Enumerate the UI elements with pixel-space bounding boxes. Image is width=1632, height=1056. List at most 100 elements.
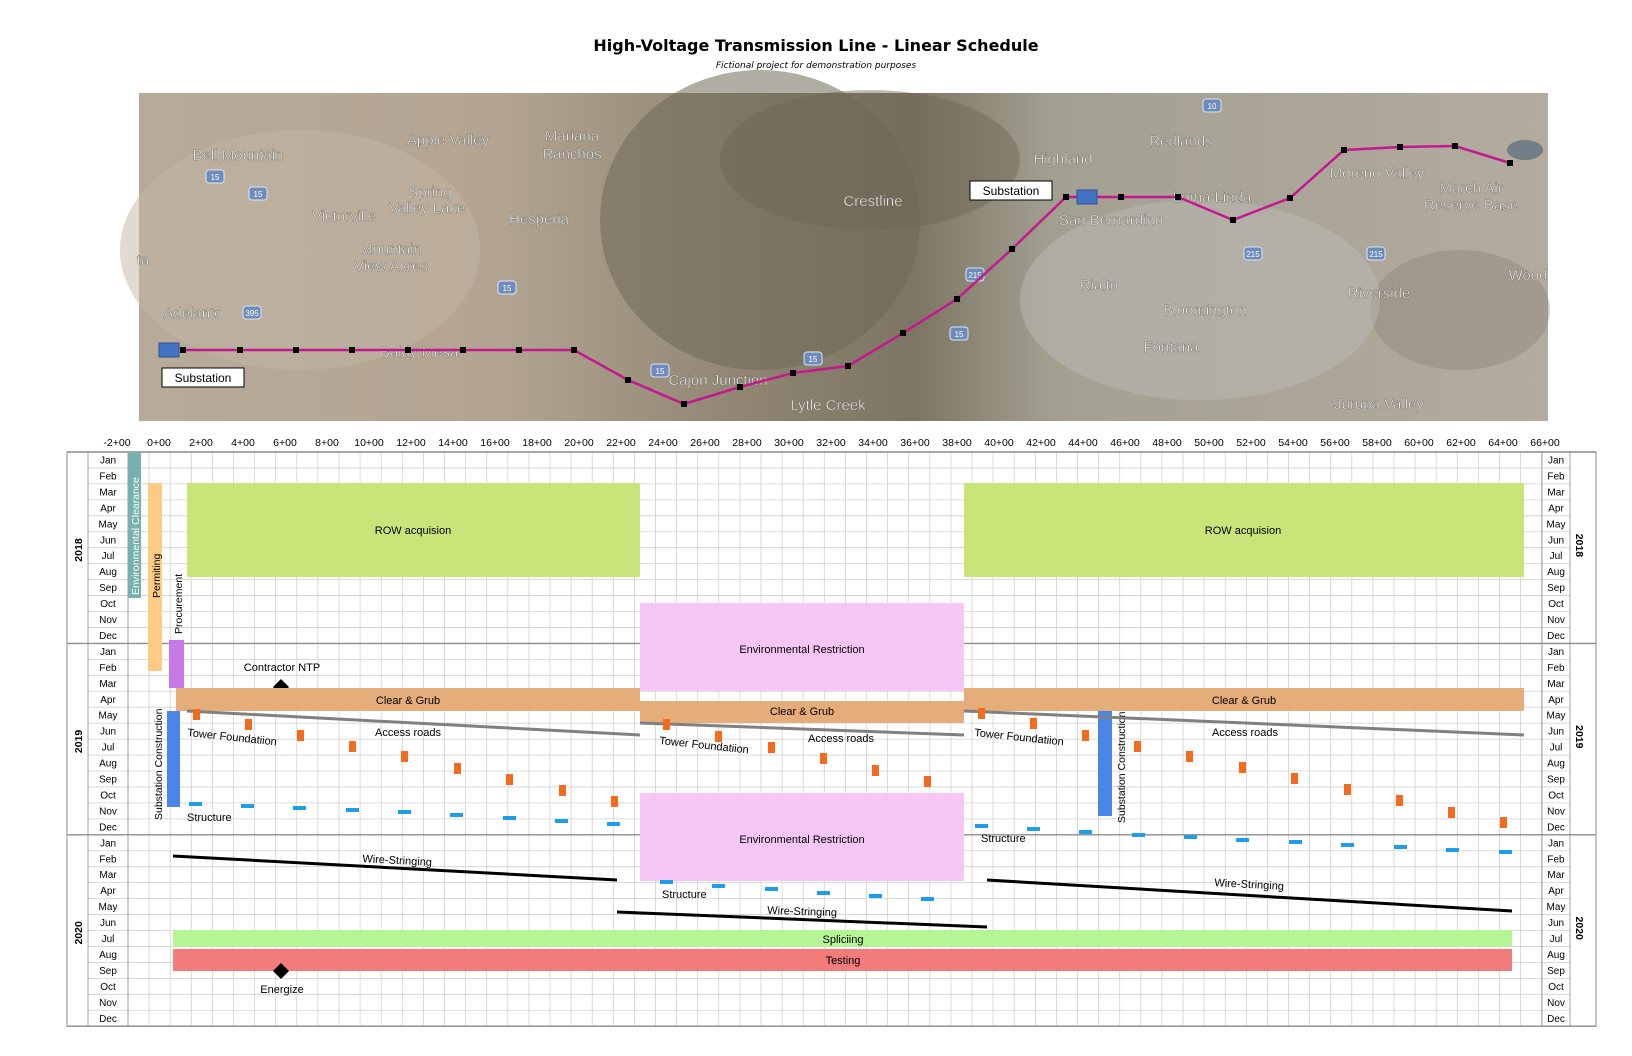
month-label-left: Nov [99, 806, 117, 817]
tower-marker [1175, 194, 1181, 200]
tower-marker [954, 296, 960, 302]
station-tick-label: 28+00 [732, 437, 762, 449]
month-label-right: Nov [1547, 998, 1565, 1009]
row-acquisition-label-2: ROW acquision [1205, 525, 1281, 537]
month-label-left: Oct [100, 790, 116, 801]
place-label: San Bernardino [1059, 212, 1163, 229]
env-clearance-label: Environmental Clearance [130, 477, 142, 595]
month-label-left: Jun [100, 918, 116, 929]
place-label: Valley Lake [389, 200, 465, 217]
place-label: Crestline [843, 193, 902, 210]
tower-foundation-mark [1030, 718, 1037, 729]
month-label-left: Sep [99, 583, 117, 594]
station-tick-label: 10+00 [354, 437, 384, 449]
tower-marker [1452, 143, 1458, 149]
tower-foundation-mark [559, 785, 566, 796]
month-label-right: Apr [1548, 695, 1564, 706]
highway-shield-icon: 215 [965, 267, 985, 282]
month-label-right: Sep [1547, 775, 1565, 786]
place-label: Bloomington [1163, 302, 1246, 319]
station-tick-label: 16+00 [480, 437, 510, 449]
substation-label-east: Substation [983, 184, 1040, 198]
tower-marker [625, 377, 631, 383]
mountain-shade [720, 90, 1020, 230]
month-label-right: Mar [1547, 487, 1565, 498]
place-label: Cajon Junction [668, 372, 767, 389]
page-title: High-Voltage Transmission Line - Linear … [593, 36, 1039, 55]
tower-foundation-mark [1500, 817, 1507, 828]
tower-foundation-mark [1134, 741, 1141, 752]
substation-construction-bar-1 [167, 711, 180, 807]
structure-mark [555, 819, 568, 823]
highway-number: 15 [254, 190, 263, 199]
row-acquisition-bar-2 [964, 483, 1524, 577]
tower-marker [790, 370, 796, 376]
tower-marker [1063, 194, 1069, 200]
substation-marker-east [1076, 189, 1098, 205]
mountain-shade [1370, 250, 1550, 370]
month-label-left: May [99, 711, 118, 722]
tower-marker [237, 347, 243, 353]
station-tick-label: 4+00 [231, 437, 255, 449]
substation-marker-west [158, 342, 180, 358]
place-label: Victorville [312, 208, 376, 225]
tower-foundation-mark [349, 741, 356, 752]
place-label: Apple Valley [407, 132, 490, 149]
energize-milestone [273, 963, 289, 979]
place-label: Hesperia [509, 211, 570, 228]
station-tick-label: 32+00 [816, 437, 846, 449]
env-restriction-label-2: Environmental Restriction [739, 834, 864, 846]
substation-callout-east [969, 180, 1053, 201]
procurement-label: Procurement [173, 574, 185, 634]
month-label-right: Oct [1548, 790, 1564, 801]
tower-marker [1397, 144, 1403, 150]
station-tick-label: 42+00 [1026, 437, 1056, 449]
tower-foundation-label-3: Tower Foundatiion [974, 727, 1065, 748]
tower-foundation-mark [768, 742, 775, 753]
schedule-activities: Environmental Clearance Permiting Procur… [128, 452, 1525, 996]
month-label-right: Jun [1548, 535, 1564, 546]
substation-construction-bar-2 [1098, 711, 1112, 816]
station-tick-label: 34+00 [858, 437, 888, 449]
env-restriction-block-2 [640, 793, 964, 881]
station-tick-label: 6+00 [273, 437, 297, 449]
place-label: Riverside [1348, 285, 1411, 302]
station-tick-label: 14+00 [438, 437, 468, 449]
clear-grub-label-3: Clear & Grub [1212, 695, 1276, 707]
station-tick-label: -2+00 [103, 437, 130, 449]
wire-stringing-line-1 [172, 854, 618, 882]
month-label-right: Sep [1547, 583, 1565, 594]
tower-foundation-mark [1186, 751, 1193, 762]
structure-mark [1132, 833, 1145, 837]
month-label-right: Dec [1547, 631, 1565, 642]
access-roads-label-3: Access roads [1212, 727, 1279, 739]
highway-shield-icon: 215 [1243, 246, 1263, 261]
highway-shield-icon: 15 [497, 280, 517, 295]
month-label-left: Dec [99, 1014, 117, 1025]
highway-number: 215 [1369, 250, 1383, 259]
wire-stringing-label-3: Wire-Stringing [1214, 877, 1284, 893]
month-label-left: Jan [100, 456, 116, 467]
station-tick-label: 40+00 [984, 437, 1014, 449]
substation-callout-west [161, 367, 245, 388]
access-roads-label-2: Access roads [808, 733, 875, 745]
highway-number: 10 [1208, 102, 1217, 111]
highway-shield-icon: 15 [248, 186, 268, 201]
structure-mark [1027, 827, 1040, 831]
month-label-left: Jul [102, 934, 115, 945]
energize-label: Energize [260, 984, 303, 996]
station-tick-label: 18+00 [522, 437, 552, 449]
structure-mark [1236, 838, 1249, 842]
tower-marker [516, 347, 522, 353]
tower-foundation-marks [193, 708, 1507, 828]
procurement-bar [169, 640, 184, 688]
highway-shield-icon: 15 [803, 351, 823, 366]
contractor-ntp-label: Contractor NTP [244, 662, 320, 674]
month-label-left: Apr [100, 695, 116, 706]
year-label-left: 2018 [73, 538, 85, 562]
month-label-right: Jan [1548, 647, 1564, 658]
structure-mark [241, 804, 254, 808]
month-label-left: Mar [99, 679, 117, 690]
structure-mark [450, 813, 463, 817]
water-area [1507, 140, 1543, 160]
